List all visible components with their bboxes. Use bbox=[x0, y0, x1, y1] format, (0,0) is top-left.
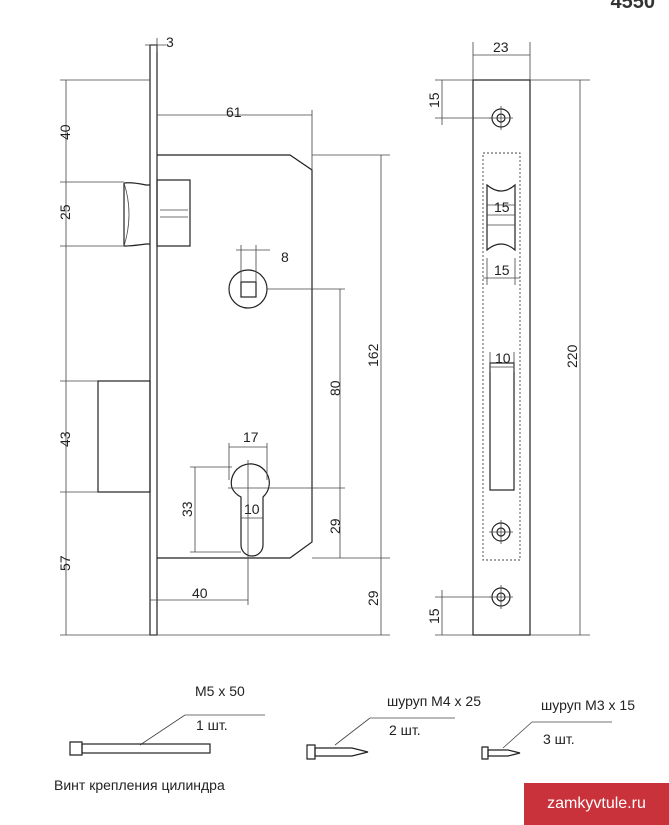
dim-height-162: 162 bbox=[365, 343, 381, 367]
inner-outline bbox=[482, 152, 521, 561]
accessory-screw-m4 bbox=[306, 717, 455, 760]
dim-top-40: 40 bbox=[57, 124, 73, 140]
dim-backset-61: 61 bbox=[226, 104, 242, 120]
screw-hole-bottom bbox=[489, 585, 513, 609]
lock-body bbox=[157, 154, 313, 559]
side-view bbox=[60, 38, 390, 636]
screw-hole-middle bbox=[489, 520, 513, 544]
faceplate-front bbox=[472, 79, 531, 636]
dim-bottom-57: 57 bbox=[57, 555, 73, 571]
dim-cyl-10: 10 bbox=[244, 501, 260, 517]
dim-plate-height-220: 220 bbox=[564, 344, 580, 368]
latch-bolt bbox=[123, 179, 191, 247]
dim-bolt-43: 43 bbox=[57, 431, 73, 447]
dim-bottom-29-inner: 29 bbox=[327, 518, 343, 534]
faceplate bbox=[149, 44, 158, 636]
dim-latch-slot-15b: 15 bbox=[494, 262, 510, 278]
dim-backset-40: 40 bbox=[192, 585, 208, 601]
dim-latch-slot-15a: 15 bbox=[494, 199, 510, 215]
front-view bbox=[435, 42, 590, 636]
accessory-screw-m5 bbox=[69, 714, 265, 756]
dim-bottom-29-outer: 29 bbox=[365, 590, 381, 606]
watermark-badge[interactable]: zamkyvtule.ru bbox=[524, 783, 669, 825]
dim-latch-25: 25 bbox=[57, 204, 73, 220]
latch-slot bbox=[486, 183, 516, 252]
screw-m3-qty: 3 шт. bbox=[543, 731, 575, 747]
dim-hole-bottom-15: 15 bbox=[426, 608, 442, 624]
dim-faceplate-thickness: 3 bbox=[166, 34, 174, 50]
cylinder-hole bbox=[230, 463, 270, 557]
accessory-screw-m3 bbox=[481, 721, 612, 760]
bolt-slot bbox=[489, 362, 515, 491]
dim-hole-top-15: 15 bbox=[426, 92, 442, 108]
model-code: 4550 bbox=[610, 0, 656, 13]
screw-hole-top bbox=[489, 106, 513, 130]
screw-m5-caption: Винт крепления цилиндра bbox=[54, 777, 225, 793]
screw-m4-spec: шуруп М4 x 25 bbox=[387, 693, 481, 709]
dim-spindle-8: 8 bbox=[281, 249, 289, 265]
dim-bolt-slot-10: 10 bbox=[495, 350, 511, 366]
screw-m3-spec: шуруп М3 x 15 bbox=[541, 697, 635, 713]
screw-m4-qty: 2 шт. bbox=[389, 722, 421, 738]
dead-bolt bbox=[97, 380, 151, 493]
screw-m5-spec: M5 x 50 bbox=[195, 683, 245, 699]
dim-center-80: 80 bbox=[327, 380, 343, 396]
dim-plate-width-23: 23 bbox=[493, 39, 509, 55]
dim-cyl-width-17: 17 bbox=[243, 429, 259, 445]
screw-m5-qty: 1 шт. bbox=[196, 717, 228, 733]
dim-cyl-height-33: 33 bbox=[179, 501, 195, 517]
spindle-hub bbox=[228, 269, 268, 309]
